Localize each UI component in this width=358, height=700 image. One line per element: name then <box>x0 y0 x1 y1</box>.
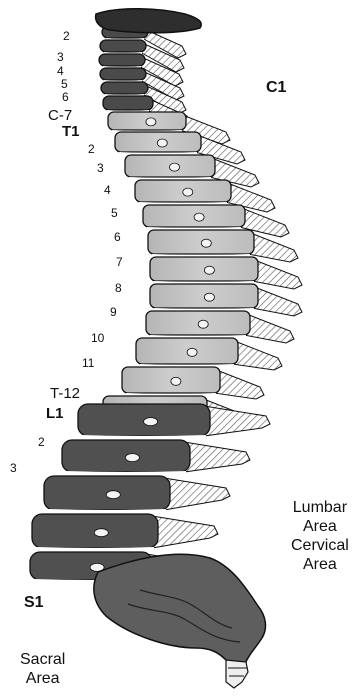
thoracic-number-label: 8 <box>115 282 122 294</box>
facet-joint <box>146 118 156 126</box>
t12-label: T-12 <box>50 386 80 401</box>
cervical-number-label: 2 <box>63 30 70 42</box>
thoracic-number-label: 6 <box>114 231 121 243</box>
facet-joint <box>171 377 181 385</box>
intervertebral-disc <box>154 282 254 283</box>
spinous-process <box>204 406 270 436</box>
sacral-area-label: Sacral <box>20 650 65 669</box>
coccyx <box>226 660 248 688</box>
facet-joint <box>204 266 214 274</box>
cervical-number-label: 3 <box>57 51 64 63</box>
spinous-process <box>184 442 250 472</box>
thoracic-number-label: 3 <box>97 162 104 174</box>
skull-base <box>96 9 202 33</box>
lumbar-area-label-line2: Area <box>291 517 349 536</box>
s1-label: S1 <box>24 595 44 611</box>
vertebra-thoracic <box>150 284 258 308</box>
facet-joint <box>106 491 120 499</box>
spinous-process <box>214 369 264 399</box>
intervertebral-disc <box>129 178 211 179</box>
cervical-number-label: 6 <box>62 91 69 103</box>
thoracic-number-label: 5 <box>111 207 118 219</box>
cervical-number-label: 4 <box>57 65 64 77</box>
cervical-area-label: Cervical <box>291 536 349 555</box>
thoracic-number-label: 2 <box>88 143 95 155</box>
vertebra-cervical <box>100 40 146 52</box>
sacral-area-legend: Sacral Area <box>20 650 65 688</box>
facet-joint <box>183 188 193 196</box>
intervertebral-disc <box>119 153 197 154</box>
lumbar-number-label: 2 <box>38 436 45 448</box>
thoracic-number-label: 7 <box>116 256 123 268</box>
vertebra-thoracic <box>150 257 258 281</box>
sacrum-shape <box>94 554 266 664</box>
intervertebral-disc <box>36 549 154 550</box>
intervertebral-disc <box>140 365 234 366</box>
intervertebral-disc <box>154 309 254 310</box>
spinous-process <box>252 259 302 289</box>
facet-joint <box>170 163 180 171</box>
facet-joint <box>204 293 214 301</box>
region-legend: Lumbar Area Cervical Area <box>291 498 349 574</box>
spinous-process <box>164 478 230 510</box>
thoracic-number-label: 10 <box>91 332 104 344</box>
intervertebral-disc <box>150 336 246 337</box>
spinous-process <box>152 516 218 548</box>
facet-joint <box>144 418 158 426</box>
vertebra-cervical <box>101 82 148 94</box>
t1-label: T1 <box>62 124 80 139</box>
sacrum <box>94 554 266 688</box>
facet-joint <box>125 454 139 462</box>
intervertebral-disc <box>152 255 250 256</box>
thoracic-number-label: 11 <box>82 357 94 369</box>
facet-joint <box>187 348 197 356</box>
thoracic-number-label: 9 <box>110 306 117 318</box>
facet-joint <box>198 320 208 328</box>
facet-joint <box>194 213 204 221</box>
cervical-number-label: 5 <box>61 78 68 90</box>
facet-joint <box>94 529 108 537</box>
facet-joint <box>201 239 211 247</box>
vertebra-cervical <box>103 96 153 110</box>
facet-joint <box>157 139 167 147</box>
lumbar-number-label: 3 <box>10 462 17 474</box>
vertebra-thoracic <box>148 230 254 254</box>
spinous-process <box>244 313 294 343</box>
sacral-area-label-line2: Area <box>20 669 65 688</box>
intervertebral-disc <box>82 437 206 438</box>
intervertebral-disc <box>139 203 227 204</box>
intervertebral-disc <box>48 511 166 512</box>
thoracic-number-label: 4 <box>104 184 111 196</box>
spinous-process <box>232 340 282 370</box>
c7-label: C-7 <box>48 108 72 123</box>
intervertebral-disc <box>147 228 241 229</box>
lumbar-area-label: Lumbar <box>291 498 349 517</box>
vertebra-cervical <box>100 68 146 80</box>
c1-label: C1 <box>266 80 286 96</box>
l1-label: L1 <box>46 406 64 421</box>
cervical-area-label-line2: Area <box>291 555 349 574</box>
intervertebral-disc <box>126 394 216 395</box>
intervertebral-disc <box>66 473 186 474</box>
vertebra-cervical <box>99 54 145 66</box>
spinous-process <box>252 286 302 316</box>
